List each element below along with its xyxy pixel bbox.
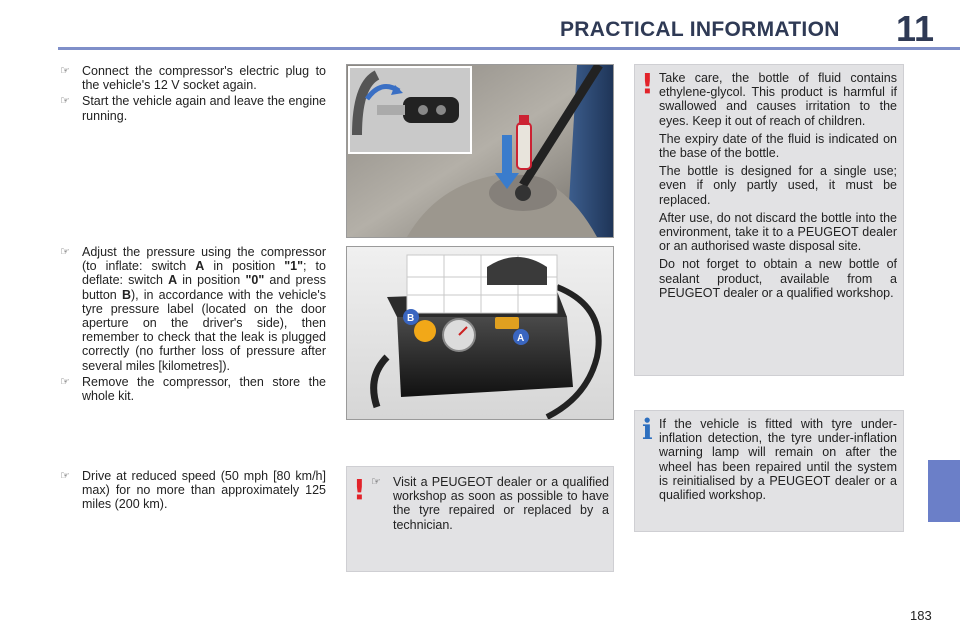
pointing-hand-icon: ☞ (60, 374, 70, 388)
chapter-number: 11 (896, 8, 935, 49)
page-number: 183 (910, 608, 932, 623)
header-divider (58, 47, 960, 50)
sealant-warning-panel: ! Take care, the bottle of fluid contain… (634, 64, 904, 376)
repair-warning-panel: ! ☞ Visit a PEUGEOT dealer or a qualifie… (346, 466, 614, 572)
pointing-hand-icon: ☞ (60, 245, 70, 258)
list-item: ☞ Drive at reduced speed (50 mph [80 km/… (60, 469, 326, 512)
list-item: ☞ Remove the compressor, then store the … (60, 374, 326, 404)
list-item: ☞ Adjust the pressure using the compress… (60, 245, 327, 373)
instructions-group-2: ☞ Adjust the pressure using the compress… (60, 245, 326, 405)
button-b-label: B (407, 313, 414, 324)
info-panel: i If the vehicle is fitted with tyre und… (634, 410, 904, 532)
chapter-side-tab (928, 460, 960, 522)
pointing-hand-icon: ☞ (60, 469, 70, 482)
console-drawing (347, 65, 613, 237)
list-item: ☞ Start the vehicle again and leave the … (60, 94, 326, 123)
compressor-drawing: B A (347, 247, 613, 419)
info-icon: i (642, 413, 653, 446)
sealant-warning-text: Take care, the bottle of fluid contains … (659, 71, 897, 300)
section-title: PRACTICAL INFORMATION (560, 18, 840, 41)
warning-exclamation-icon: ! (641, 67, 654, 100)
list-item: ☞ Visit a PEUGEOT dealer or a qualified … (371, 475, 609, 532)
pointing-hand-icon: ☞ (60, 64, 70, 77)
pointing-hand-icon: ☞ (371, 475, 381, 488)
key-and-bottle-illustration (346, 64, 614, 238)
warning-exclamation-icon: ! (353, 473, 366, 506)
instructions-group-1: ☞ Connect the compressor's electric plug… (60, 64, 326, 125)
compressor-illustration: B A (346, 246, 614, 420)
switch-a-label: A (517, 333, 524, 344)
list-item: ☞ Connect the compressor's electric plug… (60, 64, 326, 93)
instructions-group-3: ☞ Drive at reduced speed (50 mph [80 km/… (60, 469, 326, 514)
pointing-hand-icon: ☞ (60, 94, 70, 108)
